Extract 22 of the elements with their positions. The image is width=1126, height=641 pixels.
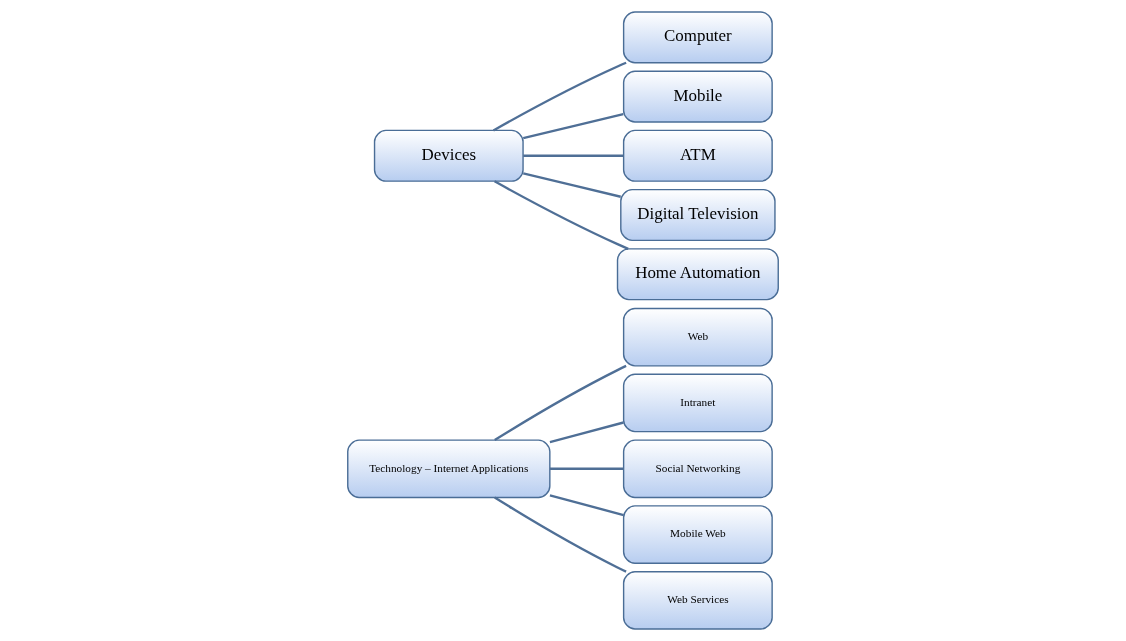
node-box: Web: [622, 307, 773, 367]
node-box: Technology – Internet Applications: [347, 439, 551, 499]
node-box: Digital Television: [620, 188, 776, 242]
node-box: Home Automation: [616, 248, 779, 301]
connector: [494, 364, 627, 441]
node-box: Mobile: [622, 70, 773, 123]
connector: [492, 61, 627, 132]
connector: [494, 496, 627, 573]
node-box: Devices: [373, 129, 524, 182]
node-box: ATM: [622, 129, 773, 182]
connector: [549, 421, 624, 444]
connector: [523, 154, 624, 157]
node-box: Intranet: [622, 373, 773, 433]
node-box: Social Networking: [622, 439, 773, 499]
node-box: Mobile Web: [622, 505, 773, 564]
connector: [494, 180, 629, 250]
node-box: Web Services: [622, 571, 773, 630]
connector: [522, 172, 621, 198]
node-box: Computer: [622, 11, 773, 64]
connector: [549, 467, 624, 470]
connector: [522, 113, 624, 140]
connector: [549, 494, 624, 517]
